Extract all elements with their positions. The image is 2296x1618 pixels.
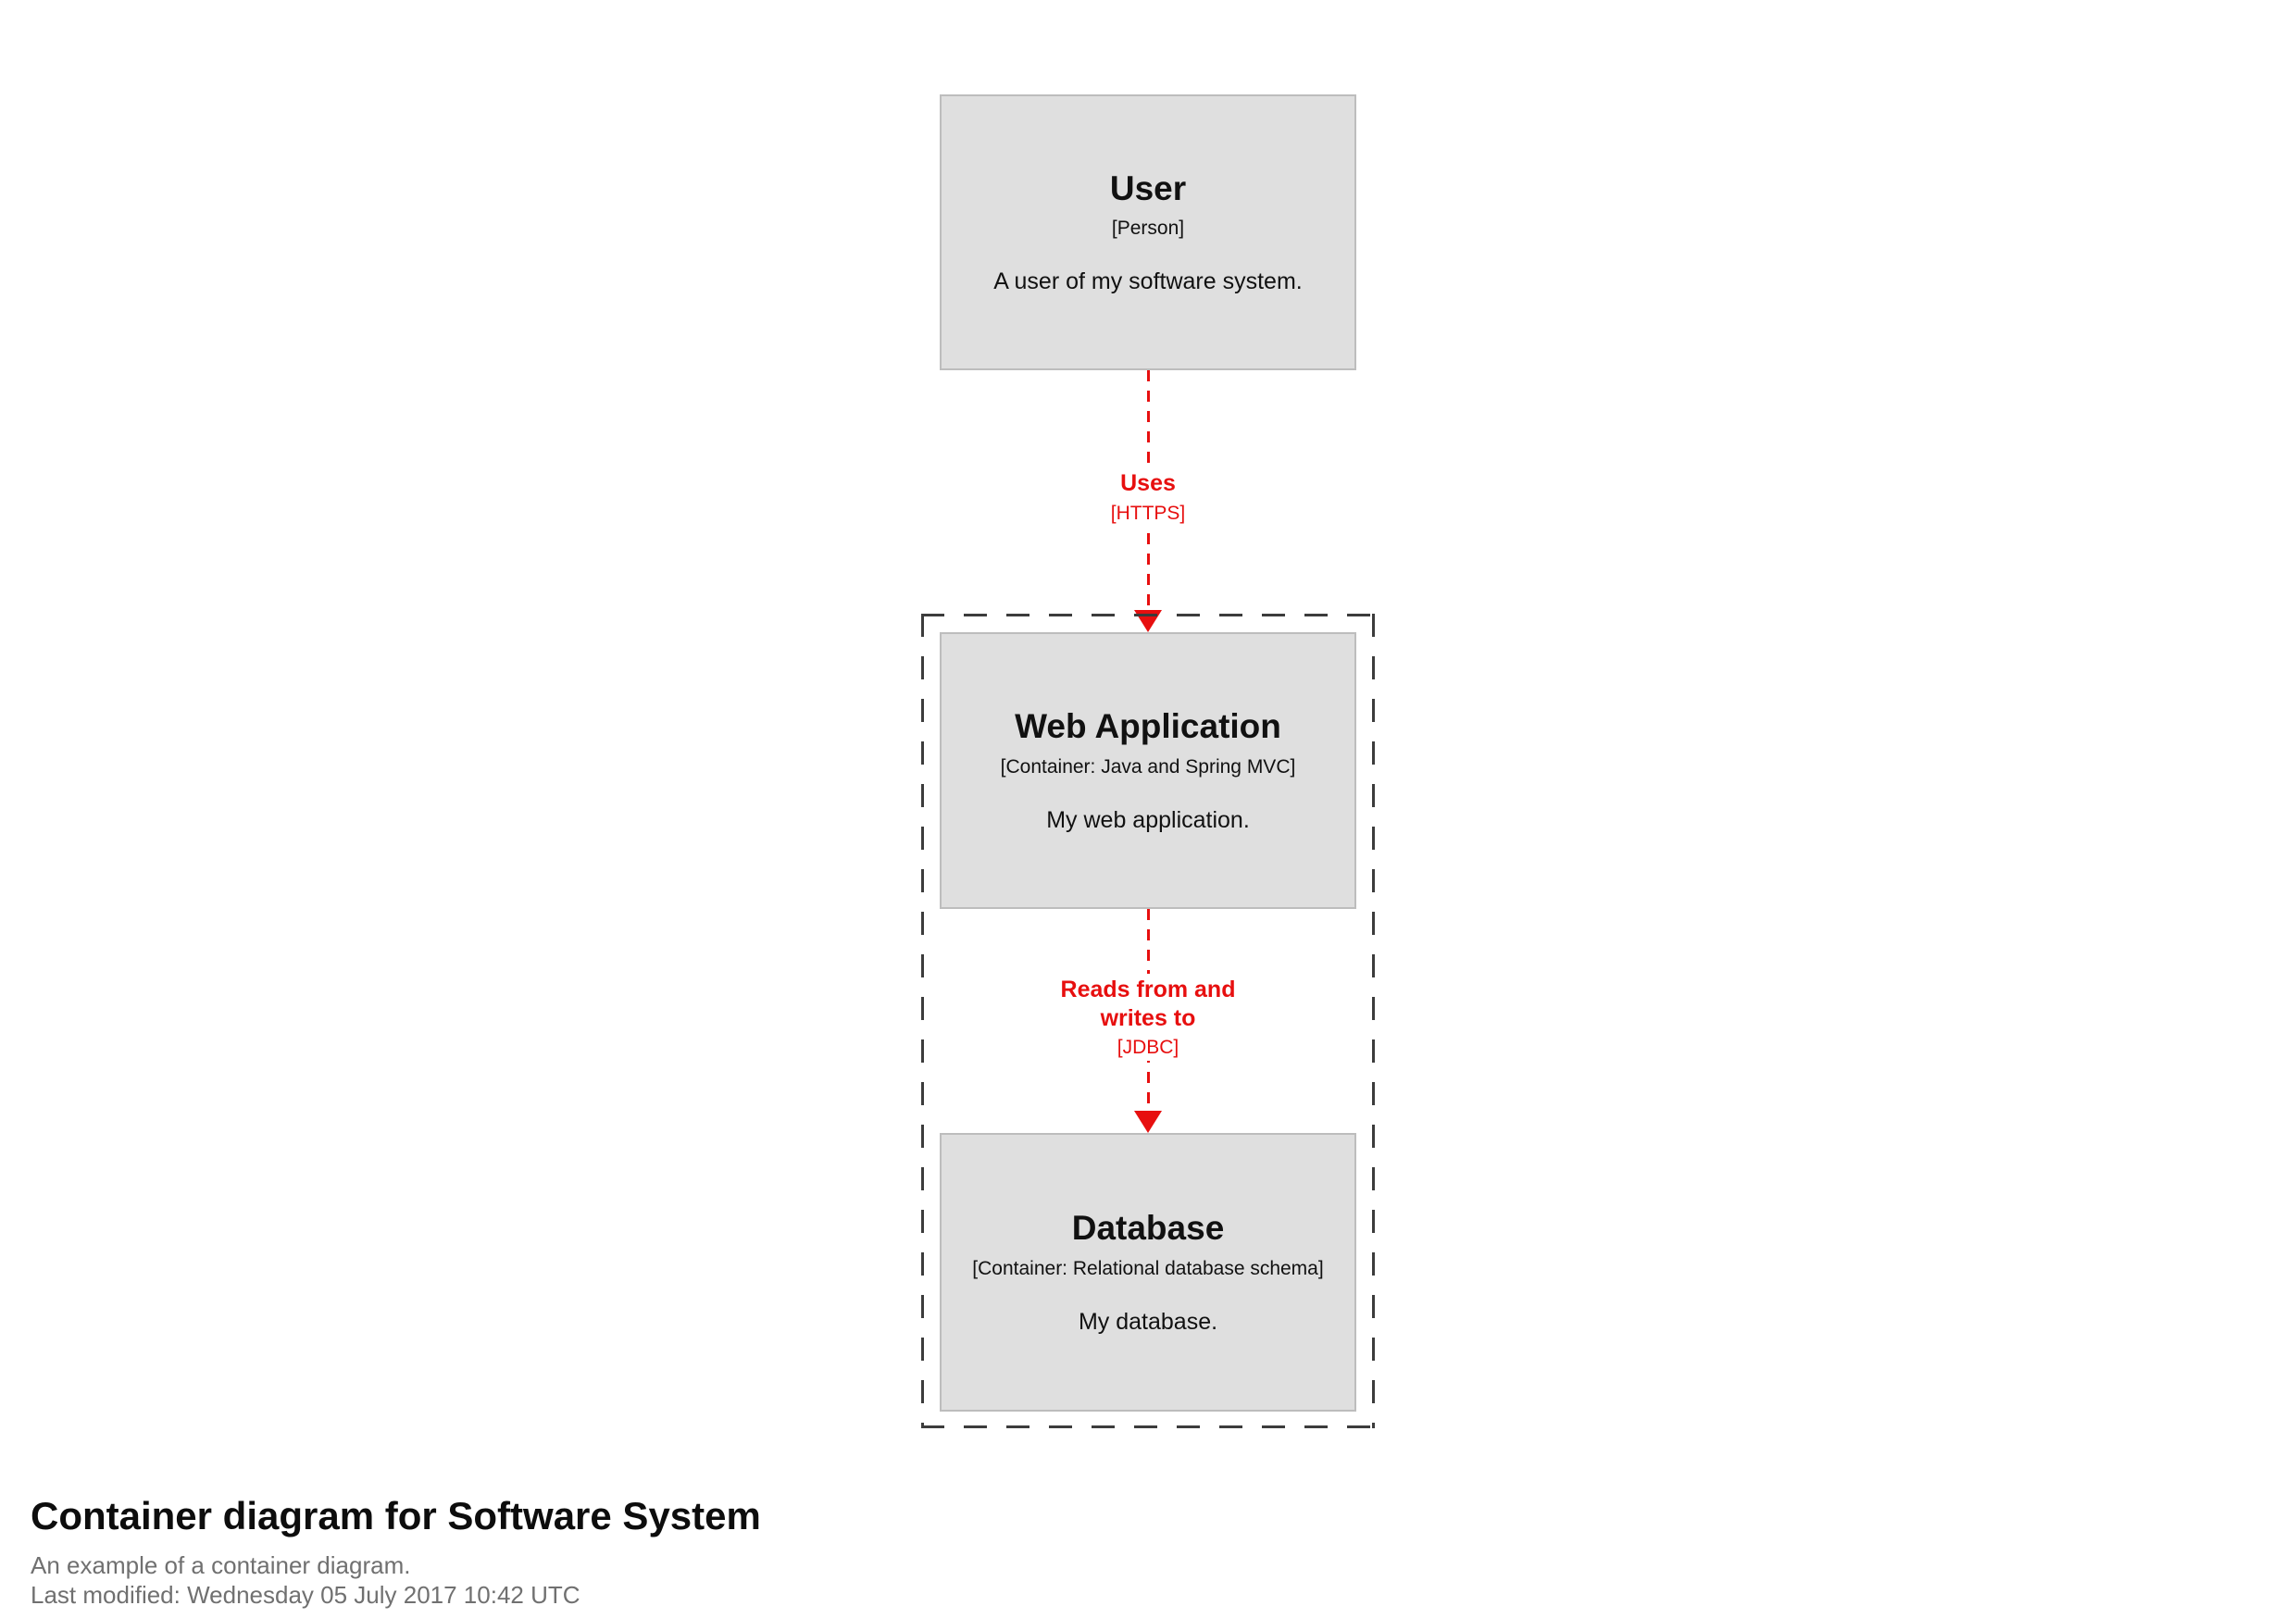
node-database: Database [Container: Relational database… <box>940 1133 1356 1412</box>
node-title: User <box>1109 168 1187 207</box>
relationship-name: Uses <box>1120 470 1176 496</box>
node-user: User [Person] A user of my software syst… <box>940 94 1356 370</box>
node-web-application: Web Application [Container: Java and Spr… <box>940 632 1356 909</box>
relationship-name: Reads from and writes to <box>1060 977 1236 1031</box>
system-boundary-right <box>1372 614 1375 1428</box>
node-meta: [Container: Relational database schema] <box>972 1257 1324 1279</box>
diagram-subtitle: An example of a container diagram. <box>31 1551 411 1580</box>
node-meta: [Person] <box>1111 218 1185 240</box>
system-boundary-left <box>921 614 924 1428</box>
node-description: A user of my software system. <box>993 268 1303 295</box>
node-title: Database <box>1071 1209 1225 1248</box>
diagram-footer: Container diagram for Software System An… <box>31 1494 761 1611</box>
diagram-last-modified: Last modified: Wednesday 05 July 2017 10… <box>31 1581 580 1610</box>
relationship-label-reads-writes: Reads from and writes to [JDBC] <box>1042 974 1254 1062</box>
system-boundary-top <box>921 614 1375 616</box>
node-meta: [Container: Java and Spring MVC] <box>1000 755 1296 778</box>
system-boundary-bottom <box>921 1425 1375 1428</box>
relationship-label-uses: Uses [HTTPS] <box>1101 467 1195 527</box>
node-description: My web application. <box>1046 806 1250 833</box>
relationship-technology: [JDBC] <box>1117 1037 1179 1058</box>
node-title: Web Application <box>1015 707 1281 746</box>
diagram-title: Container diagram for Software System <box>31 1494 761 1537</box>
node-description: My database. <box>1078 1308 1218 1335</box>
relationship-technology: [HTTPS] <box>1110 502 1186 524</box>
arrowhead-icon <box>1134 1111 1162 1133</box>
